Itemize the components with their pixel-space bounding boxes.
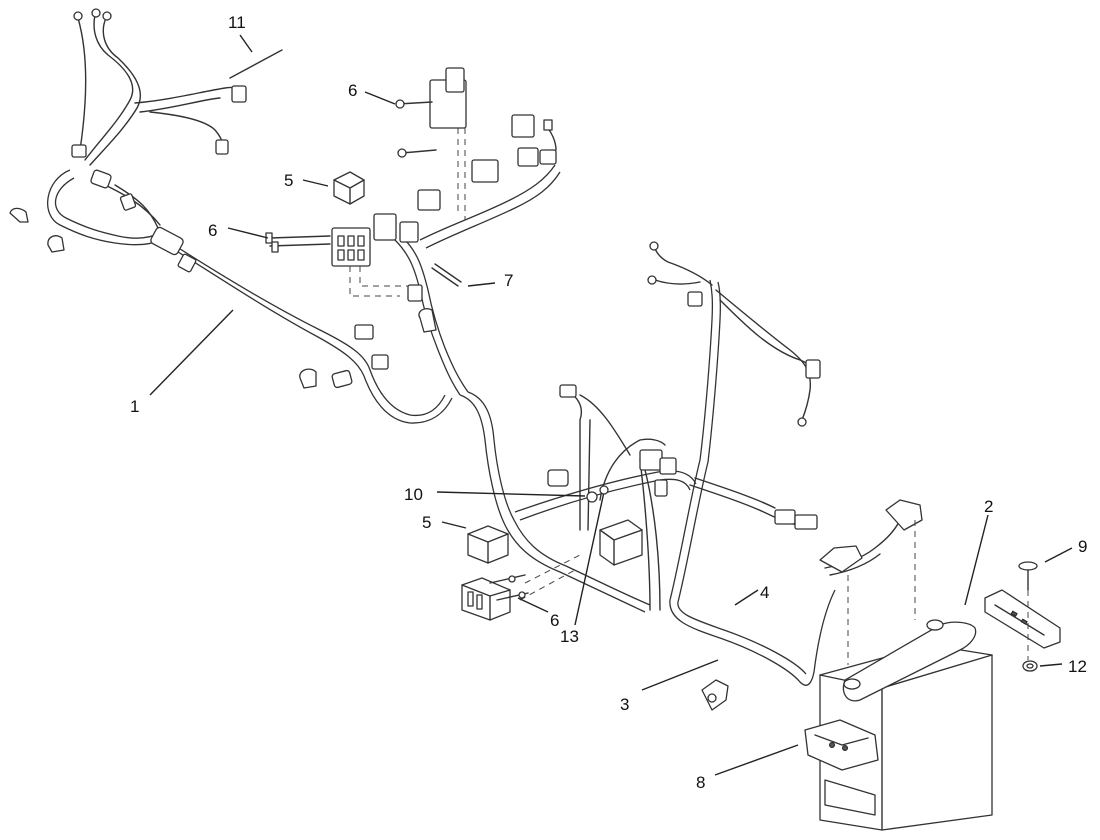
callout-4: 4 (760, 583, 769, 602)
battery-assembly (804, 520, 1061, 831)
callout-7: 7 (504, 271, 513, 290)
callout-labels: 1 2 3 4 5 5 6 6 6 7 8 9 10 11 12 13 (130, 13, 1087, 792)
callout-12: 12 (1068, 657, 1087, 676)
callout-1: 1 (130, 397, 139, 416)
callout-3: 3 (620, 695, 629, 714)
callout-8: 8 (696, 773, 705, 792)
callout-9: 9 (1078, 537, 1087, 556)
callout-5-lower: 5 (422, 513, 431, 532)
callout-10: 10 (404, 485, 423, 504)
callout-6-middle: 6 (208, 221, 217, 240)
fuse-block-harness-section (265, 67, 561, 396)
callout-6-top: 6 (348, 81, 357, 100)
callout-11: 11 (228, 13, 246, 32)
callout-13: 13 (560, 627, 579, 646)
callout-leader-lines (149, 34, 1073, 776)
main-wire-harness (9, 8, 453, 424)
callout-2: 2 (984, 497, 993, 516)
callout-6-lower: 6 (550, 611, 559, 630)
callout-5-upper: 5 (284, 171, 293, 190)
rear-wire-harness (459, 241, 923, 711)
lower-relay-and-fuse-parts (461, 525, 529, 621)
